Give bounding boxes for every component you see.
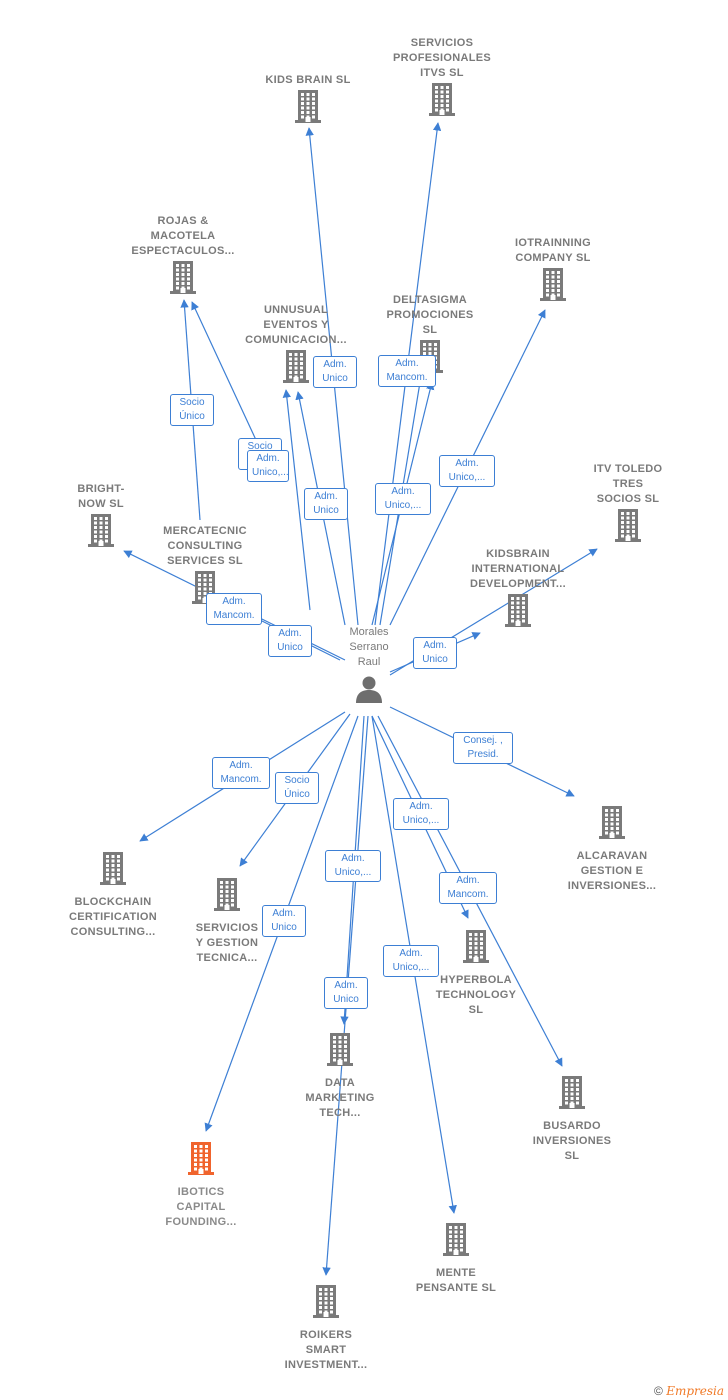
- building-icon: [558, 507, 698, 548]
- company-node-iotrainning[interactable]: IOTRAINNING COMPANY SL: [483, 236, 623, 307]
- building-icon: [256, 1283, 396, 1324]
- company-label: KIDS BRAIN SL: [265, 74, 351, 86]
- company-node-roikers[interactable]: ROIKERS SMART INVESTMENT...: [256, 1283, 396, 1373]
- edge-role-label[interactable]: Adm. Mancom.: [212, 757, 270, 789]
- edge-role-label[interactable]: Adm. Unico: [268, 625, 312, 657]
- edge-role-label[interactable]: Adm. Mancom.: [378, 355, 436, 387]
- company-node-busardo[interactable]: BUSARDO INVERSIONES SL: [502, 1074, 642, 1164]
- edge-role-label[interactable]: Adm. Unico,...: [393, 798, 449, 830]
- edge-role-label[interactable]: Socio Único: [275, 772, 319, 804]
- edge-role-label[interactable]: Adm. Unico: [304, 488, 348, 520]
- building-icon: [113, 259, 253, 300]
- company-node-hyperbola[interactable]: HYPERBOLA TECHNOLOGY SL: [406, 928, 546, 1018]
- edge-role-label[interactable]: Consej. , Presid.: [453, 732, 513, 764]
- edge-role-label[interactable]: Adm. Unico: [324, 977, 368, 1009]
- company-label: BUSARDO INVERSIONES SL: [532, 1120, 612, 1162]
- company-label: SERVICIOS Y GESTION TECNICA...: [195, 922, 259, 964]
- building-icon: [31, 512, 171, 553]
- company-label: MERCATECNIC CONSULTING SERVICES SL: [163, 525, 247, 567]
- building-icon: [542, 804, 682, 845]
- company-label: BLOCKCHAIN CERTIFICATION CONSULTING...: [68, 896, 158, 938]
- company-node-mente[interactable]: MENTE PENSANTE SL: [386, 1221, 526, 1296]
- edge-role-label[interactable]: Adm. Unico: [413, 637, 457, 669]
- company-node-kidsbrain-int[interactable]: KIDSBRAIN INTERNATIONAL DEVELOPMENT...: [448, 547, 588, 633]
- person-node[interactable]: Morales Serrano Raul: [334, 625, 404, 704]
- company-label: DELTASIGMA PROMOCIONES SL: [386, 294, 474, 336]
- company-label: HYPERBOLA TECHNOLOGY SL: [435, 974, 517, 1016]
- building-icon: [43, 850, 183, 891]
- company-label: ROJAS & MACOTELA ESPECTACULOS...: [131, 215, 235, 257]
- edge-line: [191, 301, 257, 441]
- edge-role-label[interactable]: Adm. Unico,...: [247, 450, 289, 482]
- company-node-kids-brain[interactable]: KIDS BRAIN SL: [238, 73, 378, 129]
- company-label: ITV TOLEDO TRES SOCIOS SL: [593, 463, 663, 505]
- company-label: ALCARAVAN GESTION E INVERSIONES...: [567, 850, 657, 892]
- company-node-servicios-gest[interactable]: SERVICIOS Y GESTION TECNICA...: [157, 876, 297, 966]
- edge-role-label[interactable]: Adm. Unico,...: [375, 483, 431, 515]
- edge-role-label[interactable]: Adm. Mancom.: [206, 593, 262, 625]
- building-icon: [131, 1140, 271, 1181]
- brand-logo: Empresia: [666, 1384, 724, 1398]
- edge-role-label[interactable]: Adm. Unico: [313, 356, 357, 388]
- company-label: UNNUSUAL EVENTOS Y COMUNICACION...: [245, 304, 347, 346]
- building-icon: [448, 592, 588, 633]
- copyright-icon: ©: [654, 1384, 663, 1398]
- building-icon: [372, 81, 512, 122]
- building-icon: [406, 928, 546, 969]
- company-node-itv-toledo[interactable]: ITV TOLEDO TRES SOCIOS SL: [558, 462, 698, 548]
- company-node-bright[interactable]: BRIGHT- NOW SL: [31, 482, 171, 553]
- company-label: ROIKERS SMART INVESTMENT...: [284, 1329, 368, 1371]
- edge-role-label[interactable]: Adm. Unico,...: [383, 945, 439, 977]
- edge-role-label[interactable]: Socio Único: [170, 394, 214, 426]
- company-node-ibotics[interactable]: IBOTICS CAPITAL FOUNDING...: [131, 1140, 271, 1230]
- edge-role-label[interactable]: Adm. Mancom.: [439, 872, 497, 904]
- edge-line: [282, 389, 311, 611]
- edge-role-label[interactable]: Adm. Unico: [262, 905, 306, 937]
- company-node-rojas[interactable]: ROJAS & MACOTELA ESPECTACULOS...: [113, 214, 253, 300]
- company-label: BRIGHT- NOW SL: [77, 483, 125, 510]
- company-label: DATA MARKETING TECH...: [305, 1077, 375, 1119]
- person-icon: [356, 676, 382, 703]
- building-icon: [238, 88, 378, 129]
- company-node-blockchain[interactable]: BLOCKCHAIN CERTIFICATION CONSULTING...: [43, 850, 183, 940]
- building-icon: [483, 266, 623, 307]
- company-label: SERVICIOS PROFESIONALES ITVS SL: [392, 37, 492, 79]
- building-icon: [226, 348, 366, 389]
- company-label: KIDSBRAIN INTERNATIONAL DEVELOPMENT...: [470, 548, 566, 590]
- footer-brand: © Empresia: [654, 1384, 724, 1398]
- building-icon: [270, 1031, 410, 1072]
- company-node-deltasigma[interactable]: DELTASIGMA PROMOCIONES SL: [360, 293, 500, 379]
- edge-role-label[interactable]: Adm. Unico,...: [439, 455, 495, 487]
- company-label: MENTE PENSANTE SL: [415, 1267, 497, 1294]
- building-icon: [502, 1074, 642, 1115]
- company-node-servicios-prof[interactable]: SERVICIOS PROFESIONALES ITVS SL: [372, 36, 512, 122]
- edge-role-label[interactable]: Adm. Unico,...: [325, 850, 381, 882]
- person-name: Morales Serrano Raul: [349, 626, 389, 668]
- building-icon: [386, 1221, 526, 1262]
- company-node-alcaravan[interactable]: ALCARAVAN GESTION E INVERSIONES...: [542, 804, 682, 894]
- company-node-unnusual[interactable]: UNNUSUAL EVENTOS Y COMUNICACION...: [226, 303, 366, 389]
- company-label: IBOTICS CAPITAL FOUNDING...: [165, 1186, 237, 1228]
- building-icon: [157, 876, 297, 917]
- company-label: IOTRAINNING COMPANY SL: [514, 237, 592, 264]
- company-node-data-marketing[interactable]: DATA MARKETING TECH...: [270, 1031, 410, 1121]
